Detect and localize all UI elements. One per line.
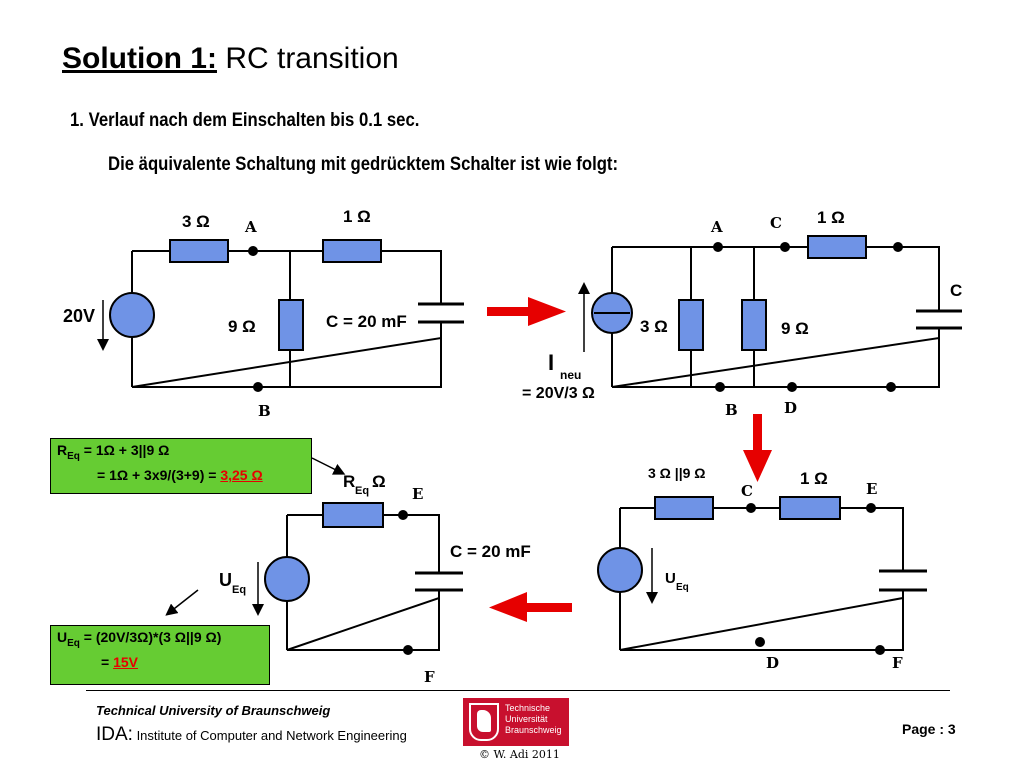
- resistor-par-3: [654, 496, 714, 520]
- label-req-sub: Eq: [355, 485, 369, 497]
- ueq-box-line2: =: [101, 653, 114, 670]
- circuit-4-components: R Eq Ω E C = 20 mF U Eq F: [219, 472, 531, 686]
- ueq-formula-box: UEq = (20V/3Ω)*(3 Ω||9 Ω) = 15V: [50, 625, 270, 685]
- slide-title: Solution 1: RC transition: [62, 42, 399, 76]
- resistor-1ohm-2: [807, 235, 867, 259]
- node-a-1: A: [244, 218, 257, 236]
- node-d-3: D: [766, 654, 779, 672]
- logo-line-2: Universität: [505, 714, 548, 724]
- circuit-1-components: 3 Ω 1 Ω A 9 Ω C = 20 mF 20V B: [63, 207, 464, 420]
- logo-line-1: Technische: [505, 703, 551, 713]
- ueq-box-result: 15V: [113, 653, 138, 670]
- resistor-9ohm-2: [741, 299, 767, 351]
- req-box-line1: = 1Ω + 3||9 Ω: [79, 442, 170, 458]
- label-9ohm-1: 9 Ω: [228, 317, 256, 336]
- red-arrow-down: [743, 414, 772, 482]
- resistor-1ohm-1: [322, 239, 382, 263]
- label-1ohm-2: 1 Ω: [817, 208, 845, 227]
- node-d-2: D: [784, 399, 797, 417]
- pointer-arrow-ueq: [165, 589, 199, 616]
- copyright: © W. Adi 2011: [479, 748, 560, 761]
- institute-name: IDA: Institute of Computer and Network E…: [96, 724, 407, 746]
- university-name: Technical University of Braunschweig: [96, 703, 331, 718]
- resistor-3ohm-2: [678, 299, 704, 351]
- node-e-3: E: [866, 480, 877, 498]
- node-b-2: B: [725, 401, 738, 419]
- ueq-box-line1: = (20V/3Ω)*(3 Ω||9 Ω): [79, 629, 222, 645]
- circuit-3-components: 3 Ω ||9 Ω 1 Ω C E U Eq D F: [597, 465, 927, 672]
- label-3ohm-1: 3 Ω: [182, 212, 210, 231]
- label-u-sub-3: Eq: [676, 582, 689, 593]
- node-b-1: B: [258, 402, 271, 420]
- req-box-result: 3,25 Ω: [220, 466, 263, 483]
- resistor-1ohm-3: [779, 496, 841, 520]
- node-f-4: F: [424, 668, 435, 686]
- req-box-sub: Eq: [67, 450, 80, 462]
- label-i-sub: neu: [560, 368, 581, 382]
- footer-divider: [86, 690, 950, 691]
- voltage-source-1: [109, 292, 155, 338]
- resistor-3ohm-1: [169, 239, 229, 263]
- label-cap-2: C: [950, 281, 962, 300]
- label-1ohm-1: 1 Ω: [343, 207, 371, 226]
- label-source-1: 20V: [63, 306, 95, 326]
- label-i-main: I: [548, 350, 554, 375]
- req-box-line2: = 1Ω + 3x9/(3+9) =: [97, 466, 221, 483]
- label-3ohm-2: 3 Ω: [640, 317, 668, 336]
- page-number: Page : 3: [902, 721, 956, 737]
- node-f-3: F: [892, 654, 903, 672]
- label-req-unit: Ω: [372, 472, 386, 491]
- label-cap-1: C = 20 mF: [326, 312, 407, 331]
- node-a-2: A: [710, 218, 723, 236]
- ida-label: IDA:: [96, 724, 133, 745]
- node-c-3: C: [741, 482, 753, 500]
- node-b-1-dot: [253, 382, 263, 392]
- label-u-main-3: U: [665, 570, 676, 587]
- red-arrow-right: [487, 297, 566, 326]
- resistor-req-4: [322, 502, 384, 528]
- logo-line-3: Braunschweig: [505, 725, 562, 735]
- voltage-source-3: [597, 547, 643, 593]
- req-formula-box: REq = 1Ω + 3||9 Ω = 1Ω + 3x9/(3+9) = 3,2…: [50, 438, 312, 494]
- label-req-main: R: [343, 472, 355, 491]
- lion-crest-icon: [469, 703, 499, 741]
- ueq-box-u: U: [57, 629, 68, 645]
- req-box-r: R: [57, 442, 68, 458]
- node-c-2: C: [770, 214, 782, 232]
- resistor-9ohm-1: [278, 299, 304, 351]
- label-u-sub-4: Eq: [232, 584, 246, 596]
- node-a-1-dot: [248, 246, 258, 256]
- label-cap-4: C = 20 mF: [450, 542, 531, 561]
- ueq-box-sub: Eq: [67, 637, 80, 649]
- title-rest: RC transition: [216, 42, 399, 75]
- label-par-3: 3 Ω ||9 Ω: [648, 465, 706, 481]
- pointer-arrow-req: [311, 457, 346, 475]
- label-1ohm-3: 1 Ω: [800, 469, 828, 488]
- voltage-source-4: [264, 556, 310, 602]
- label-9ohm-2: 9 Ω: [781, 319, 809, 338]
- node-e-4: E: [412, 485, 423, 503]
- circuit-2-components: A C 1 Ω C 3 Ω 9 Ω I neu = 20V/3 Ω B D: [522, 208, 962, 419]
- label-u-main-4: U: [219, 570, 232, 590]
- ida-rest: Institute of Computer and Network Engine…: [132, 728, 407, 743]
- heading-2: Die äquivalente Schaltung mit gedrücktem…: [108, 154, 619, 175]
- red-arrow-left: [489, 592, 572, 622]
- label-i-value: = 20V/3 Ω: [522, 385, 595, 402]
- title-bold: Solution 1:: [62, 42, 217, 75]
- circuit-3: [619, 507, 904, 651]
- heading-1: 1. Verlauf nach dem Einschalten bis 0.1 …: [70, 110, 420, 131]
